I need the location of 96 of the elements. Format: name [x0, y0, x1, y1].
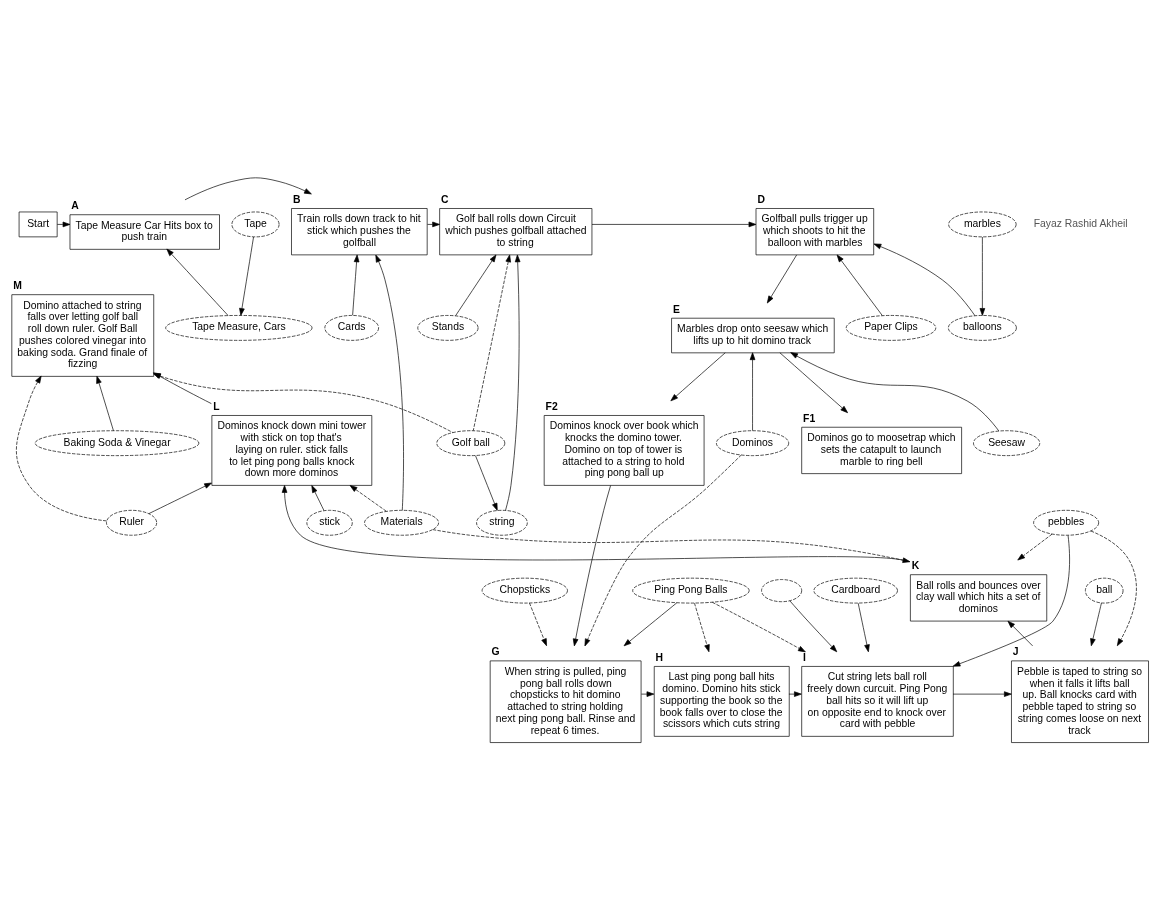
node-box: Train rolls down track to hit stick which pushes the golfball — [291, 208, 428, 256]
node-box: Dominos knock over book which knocks the domino tower. Domino on top of tower is attached to a string to hold ping pong ball up — [543, 415, 705, 486]
arrow — [184, 177, 312, 201]
arrow — [529, 602, 547, 647]
arrow — [311, 485, 325, 511]
arrow — [623, 602, 678, 647]
arrow — [349, 485, 387, 512]
arrow — [375, 254, 404, 511]
arrow — [352, 254, 360, 316]
node-ellipse: Cardboard — [813, 577, 898, 604]
arrow — [427, 221, 440, 228]
arrow — [766, 254, 797, 304]
node-label: G — [491, 646, 500, 658]
node-box: Marbles drop onto seesaw which lifts up to hit domino track — [671, 317, 835, 354]
arrow — [96, 375, 114, 432]
node-ellipse: ball — [1085, 577, 1124, 604]
arrow — [1017, 533, 1053, 561]
node-cloud — [761, 579, 803, 603]
node-label: D — [757, 193, 765, 205]
arrow — [475, 455, 498, 511]
node-label: C — [441, 193, 449, 205]
node-ellipse: Tape — [231, 211, 280, 238]
arrow — [153, 372, 212, 404]
label: Fayaz Rashid Akheil — [1033, 217, 1128, 229]
arrow — [153, 373, 454, 433]
arrow — [749, 352, 756, 431]
arrow — [788, 691, 802, 697]
arrow — [472, 254, 511, 432]
node-ellipse: string — [476, 509, 528, 536]
arrow — [857, 602, 870, 653]
node-label: B — [292, 193, 301, 205]
node-label: M — [13, 280, 22, 292]
node-ellipse: Stands — [417, 315, 479, 341]
node-ellipse: balloons — [948, 315, 1017, 341]
arrow — [166, 248, 229, 316]
node-label: A — [71, 200, 79, 212]
node-label: I — [803, 651, 806, 663]
node-ellipse: Chopsticks — [481, 577, 568, 604]
node-box: Dominos knock down mini tower with stick on top that's laying on ruler. stick falls to let ping pong balls knock down more dominos — [211, 415, 373, 486]
node-label: F1 — [803, 412, 816, 424]
arrow — [56, 221, 71, 228]
node-box: Cut string lets ball roll freely down curcuit. Ping Pong ball hits so it will lift up on opposite end to knock over card with pebble — [801, 666, 954, 737]
node-box: Last ping pong ball hits domino. Domino hits stick supporting the book so the book falls over to close the scissors which cuts string — [653, 666, 790, 737]
node-box: Dominos go to moosetrap which sets the catapult to launch marble to ring bell — [801, 426, 962, 474]
node-ellipse: Ping Pong Balls — [632, 577, 750, 604]
arrow — [281, 485, 911, 562]
arrow — [16, 375, 108, 522]
arrow — [148, 482, 212, 514]
arrow — [779, 352, 848, 414]
node-ellipse: Tape Measure, Cars — [165, 315, 313, 341]
node-ellipse: Materials — [364, 509, 439, 536]
arrow — [873, 243, 976, 317]
arrow — [584, 454, 742, 647]
node-ellipse: pebbles — [1033, 509, 1100, 536]
arrow — [790, 352, 1000, 432]
node-ellipse: Paper Clips — [845, 315, 937, 341]
arrow — [455, 254, 497, 317]
node-ellipse: Dominos — [716, 430, 790, 456]
node-box: When string is pulled, ping pong ball rolls down chopsticks to hit domino attached to string holding next ping pong ball. Rinse and repeat 6 times. — [489, 660, 642, 743]
arrow — [952, 691, 1012, 697]
arrow — [641, 691, 655, 697]
arrow — [836, 254, 883, 316]
arrow — [1090, 602, 1102, 647]
arrow — [1007, 620, 1033, 647]
arrow — [572, 485, 611, 647]
node-box: Golf ball rolls down Circuit which pushes golfball attached to string — [439, 208, 593, 256]
arrow — [239, 236, 254, 316]
arrow — [1090, 530, 1137, 647]
arrow — [591, 221, 757, 228]
node-ellipse: Cards — [324, 315, 379, 341]
node-label: L — [213, 400, 220, 412]
arrow — [670, 352, 726, 402]
arrow — [712, 601, 806, 653]
node-ellipse: Ruler — [106, 509, 158, 536]
node-ellipse: Golf ball — [436, 430, 506, 456]
node-label: F2 — [545, 400, 558, 412]
node-box: Tape Measure Car Hits box to push train — [69, 214, 220, 250]
node-label: E — [672, 303, 680, 315]
node-label: H — [655, 651, 664, 663]
node-box: Start — [18, 211, 58, 238]
node-label: K — [911, 560, 920, 572]
arrow — [979, 236, 986, 316]
node-ellipse: marbles — [948, 211, 1017, 238]
arrow — [952, 535, 1070, 667]
node-box: Pebble is taped to string so when it falls it lifts ball up. Ball knocks card with pebble taped to string so string comes loose on next track — [1011, 660, 1149, 743]
node-box: Domino attached to string falls over letting golf ball roll down ruler. Golf Ball pushes colored vinegar into baking soda. Grand finale of fizzing — [11, 294, 155, 377]
node-ellipse: Baking Soda & Vinegar — [34, 430, 200, 456]
arrow — [789, 600, 838, 653]
arrow — [432, 529, 911, 563]
node-label: J — [1012, 646, 1019, 658]
node-ellipse: stick — [306, 509, 353, 536]
node-ellipse: Seesaw — [973, 430, 1041, 456]
node-box: Golfball pulls trigger up which shoots to hit the balloon with marbles — [755, 208, 875, 256]
arrow — [694, 602, 710, 653]
arrow — [505, 254, 521, 511]
node-box: Ball rolls and bounces over clay wall which hits a set of dominos — [910, 574, 1048, 622]
